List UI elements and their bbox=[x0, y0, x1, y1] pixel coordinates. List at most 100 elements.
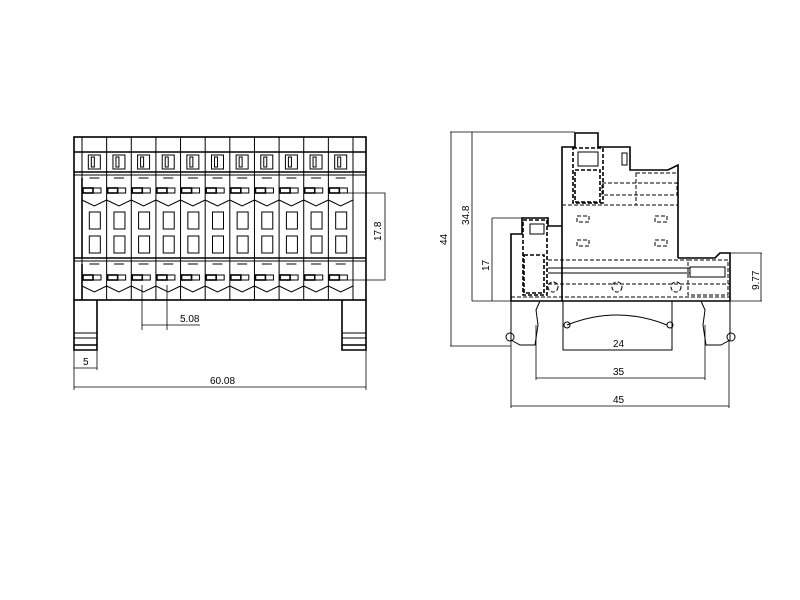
test-opening bbox=[261, 235, 274, 254]
test-opening bbox=[138, 211, 151, 230]
screw-slot bbox=[254, 274, 267, 281]
dim-label: 44 bbox=[439, 233, 450, 245]
top-opening bbox=[137, 154, 151, 170]
zigzag-edge bbox=[278, 285, 304, 293]
test-opening bbox=[335, 235, 348, 254]
top-opening bbox=[235, 154, 249, 170]
test-opening bbox=[88, 211, 101, 230]
wire-entry bbox=[141, 187, 151, 194]
wire-entry bbox=[289, 187, 299, 194]
dim-label: 24 bbox=[613, 339, 625, 350]
screw-slot bbox=[328, 187, 341, 194]
dim-upper-height: 34.8 bbox=[461, 132, 511, 302]
screw-slot bbox=[254, 187, 267, 194]
zigzag-edge bbox=[303, 285, 329, 293]
top-opening bbox=[112, 154, 126, 170]
dim-label: 60.08 bbox=[210, 376, 235, 387]
dim-label: 35 bbox=[613, 367, 625, 378]
wire-entry bbox=[289, 274, 299, 281]
zigzag-edge bbox=[328, 285, 354, 293]
top-opening bbox=[87, 154, 101, 170]
top-opening bbox=[161, 154, 175, 170]
zigzag-edge bbox=[278, 199, 304, 207]
test-opening bbox=[88, 235, 101, 254]
wire-entry bbox=[166, 187, 176, 194]
dim-inner-width: 24 bbox=[563, 339, 672, 351]
screw-slot bbox=[156, 187, 168, 194]
dim-total-width: 45 bbox=[510, 340, 730, 408]
zigzag-edge bbox=[131, 285, 157, 293]
top-slot bbox=[140, 156, 145, 168]
wire-entry bbox=[117, 274, 127, 281]
screw-slot bbox=[328, 274, 341, 281]
zigzag-edge bbox=[131, 199, 157, 207]
top-slot bbox=[238, 156, 243, 168]
screw-slot bbox=[131, 274, 144, 281]
top-opening bbox=[334, 154, 348, 170]
wire-entry bbox=[240, 274, 250, 281]
wire-entry bbox=[92, 274, 102, 281]
test-opening bbox=[113, 235, 126, 254]
screw-slot bbox=[156, 274, 168, 281]
test-opening bbox=[236, 235, 249, 254]
test-opening bbox=[310, 211, 323, 230]
dim-label: 9.77 bbox=[751, 270, 762, 290]
screw-slot bbox=[230, 187, 242, 194]
top-slot bbox=[164, 156, 169, 168]
right-foot bbox=[341, 300, 367, 351]
wire-entry bbox=[191, 274, 201, 281]
test-opening bbox=[335, 211, 348, 230]
zigzag-edge bbox=[81, 285, 107, 293]
screw-slot bbox=[279, 274, 291, 281]
top-opening bbox=[309, 154, 323, 170]
top-opening bbox=[211, 154, 224, 170]
top-slot bbox=[312, 156, 317, 168]
dim-side-connector-height: 9.77 bbox=[730, 252, 762, 302]
zigzag-edge bbox=[204, 285, 231, 293]
zigzag-edge bbox=[180, 199, 206, 207]
top-slot bbox=[214, 156, 218, 168]
test-opening bbox=[162, 211, 175, 230]
test-opening bbox=[310, 235, 323, 254]
zigzag-edge bbox=[229, 199, 255, 207]
dim-lower-height: 17 bbox=[481, 217, 522, 301]
screw-slot bbox=[205, 187, 217, 194]
test-opening bbox=[285, 235, 298, 254]
wire-entry bbox=[240, 187, 250, 194]
wire-entry bbox=[338, 187, 348, 194]
top-slot bbox=[90, 156, 95, 168]
dim-label: 17 bbox=[481, 259, 492, 271]
test-opening bbox=[113, 211, 126, 230]
front-outline bbox=[73, 136, 367, 301]
dim-foot-width: 5 bbox=[74, 350, 98, 370]
zigzag-edge bbox=[155, 199, 181, 207]
dim-pole-spacing: 17.8 bbox=[345, 192, 386, 281]
top-slot bbox=[115, 156, 120, 168]
left-foot bbox=[73, 300, 98, 351]
zigzag-edge bbox=[204, 199, 231, 207]
dim-label: 5 bbox=[83, 357, 89, 368]
screw-slot bbox=[279, 187, 291, 194]
zigzag-edge bbox=[81, 199, 107, 207]
test-opening bbox=[162, 235, 175, 254]
upper-housing bbox=[561, 132, 679, 301]
zigzag-edge bbox=[303, 199, 329, 207]
top-opening bbox=[260, 154, 274, 170]
top-slot bbox=[337, 156, 342, 168]
zigzag-edge bbox=[328, 199, 354, 207]
side-view: 44 34.8 17 9.77 24 35 bbox=[439, 131, 762, 408]
screw-slot bbox=[106, 274, 119, 281]
dim-pitch: 5.08 bbox=[141, 285, 200, 330]
wire-entry bbox=[117, 187, 127, 194]
top-slot bbox=[189, 156, 194, 168]
dim-total-height: 44 bbox=[439, 131, 575, 347]
dim-label: 45 bbox=[613, 395, 625, 406]
test-opening bbox=[261, 211, 274, 230]
wire-entry bbox=[314, 187, 324, 194]
test-opening bbox=[212, 211, 224, 230]
front-view: 17.8 5.08 5 60.08 bbox=[73, 136, 386, 390]
wire-entry bbox=[264, 274, 274, 281]
zigzag-edge bbox=[229, 285, 255, 293]
dim-label: 17.8 bbox=[373, 221, 384, 241]
